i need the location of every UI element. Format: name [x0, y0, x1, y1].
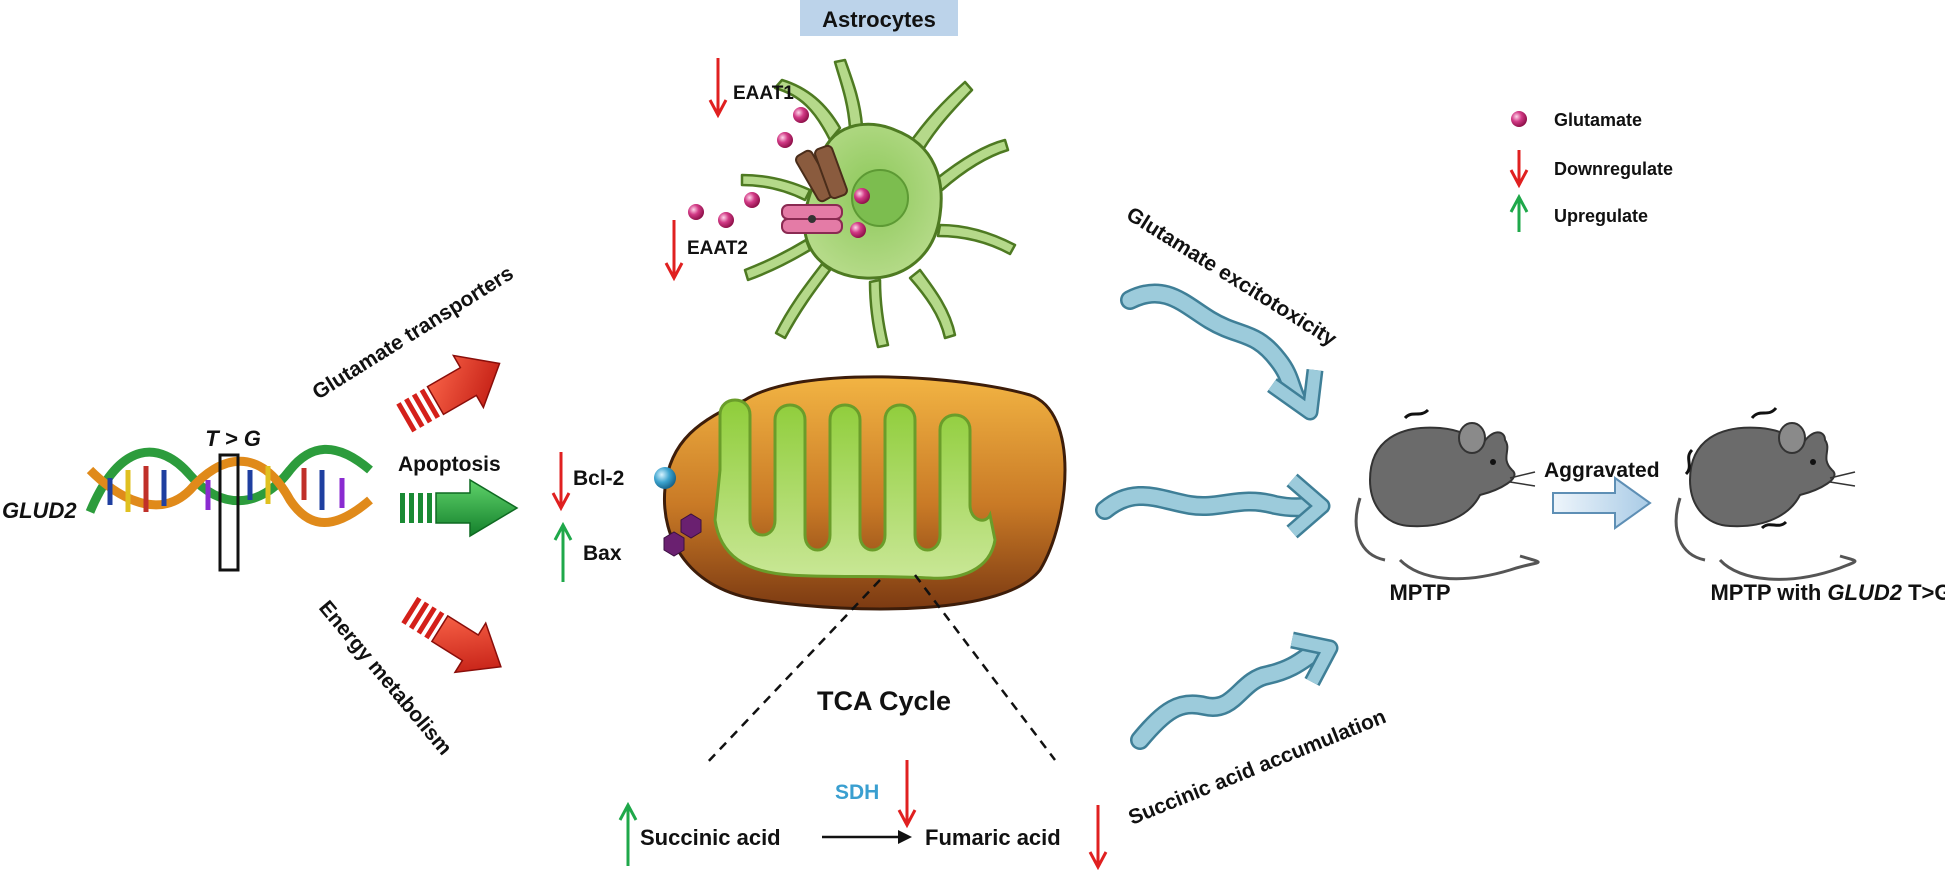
legend-up-arrow-icon	[1509, 193, 1529, 232]
transporters-red-arrow	[396, 354, 501, 433]
gene-label: GLUD2	[2, 498, 77, 523]
sdh-label: SDH	[835, 781, 879, 804]
dna-helix-icon	[85, 444, 373, 572]
mitochondria-wavy-arrow-icon	[1095, 473, 1331, 539]
mutation-label: T > G	[205, 426, 261, 451]
glutamate-molecules-icon	[688, 107, 870, 238]
energy-red-arrow	[401, 596, 502, 674]
eaat2-label: EAAT2	[687, 238, 748, 259]
fumaric-acid-label: Fumaric acid	[925, 825, 1061, 850]
mptp-mouse-icon	[1354, 408, 1540, 581]
bcl2-down-arrow-icon	[551, 452, 571, 512]
excitotoxicity-wavy-arrow-icon	[1120, 283, 1324, 421]
fumaric-down-arrow-icon	[1088, 805, 1108, 870]
tca-zoom-line-right	[914, 574, 1056, 761]
legend-up-label: Upregulate	[1554, 206, 1648, 226]
aggravated-label: Aggravated	[1544, 459, 1660, 482]
mitochondrion-icon	[654, 375, 1067, 611]
conversion-arrow-icon	[822, 830, 912, 844]
legend: Glutamate Downregulate Upregulate	[1509, 110, 1673, 232]
accumulation-wavy-arrow-icon	[1130, 631, 1339, 750]
mptp-glud2-gene: GLUD2	[1827, 580, 1902, 605]
aggravated-arrow-icon	[1552, 476, 1652, 530]
legend-down-arrow-icon	[1509, 150, 1529, 189]
apoptosis-label: Apoptosis	[398, 453, 501, 476]
astrocytes-header-box	[800, 0, 958, 36]
apoptosis-green-arrow	[400, 478, 519, 538]
glud2-mouse-icon	[1674, 406, 1857, 581]
tca-zoom-line-left	[704, 579, 881, 766]
bax-up-arrow-icon	[553, 521, 573, 582]
tca-title: TCA Cycle	[817, 686, 951, 716]
legend-glutamate-label: Glutamate	[1554, 110, 1642, 130]
legend-down-label: Downregulate	[1554, 159, 1673, 179]
legend-glutamate-icon	[1511, 111, 1527, 127]
succinic-up-arrow-icon	[618, 801, 638, 866]
transporter-protein-icon	[781, 144, 848, 234]
mptp-glud2-suffix: T>G	[1902, 580, 1945, 605]
mptp-glud2-prefix: MPTP with	[1710, 580, 1827, 605]
mptp-label: MPTP	[1389, 580, 1450, 605]
bax-label: Bax	[583, 542, 622, 565]
eaat2-down-arrow-icon	[664, 220, 684, 282]
astrocyte-cell-icon	[740, 58, 1017, 349]
succinic-acid-label: Succinic acid	[640, 825, 781, 850]
astrocytes-header: Astrocytes	[822, 7, 936, 32]
bcl2-label: Bcl-2	[573, 467, 624, 490]
sdh-down-arrow-icon	[897, 760, 917, 829]
eaat1-down-arrow-icon	[708, 58, 728, 119]
eaat1-label: EAAT1	[733, 83, 794, 104]
mptp-glud2-label: MPTP with GLUD2 T>G	[1710, 580, 1945, 605]
